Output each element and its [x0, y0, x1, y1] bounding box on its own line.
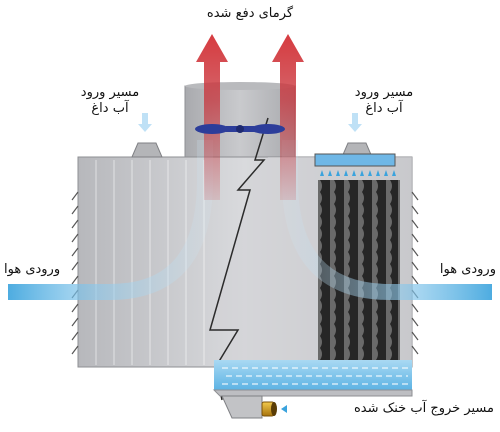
distribution-basin — [315, 154, 395, 166]
cold-water-outlet — [222, 396, 287, 418]
left-inlet-label-line1: مسیر ورود — [60, 85, 160, 101]
right-inlet-label-line1: مسیر ورود — [334, 85, 434, 101]
right-air-inlet-label: ورودی هوا — [424, 262, 496, 278]
left-air-inlet-label: ورودی هوا — [4, 262, 74, 278]
left-inlet-nozzle — [132, 143, 162, 157]
heat-out-label: گرمای دفع شده — [190, 6, 310, 22]
left-inlet-label-line2: آب داغ — [60, 101, 160, 117]
right-inlet-label-line2: آب داغ — [334, 101, 434, 117]
right-louvres — [412, 192, 418, 354]
cold-water-outlet-label: مسیر خروج آب خنک شده — [294, 401, 494, 417]
cold-water-basin — [214, 360, 412, 396]
fan-icon — [195, 124, 285, 134]
